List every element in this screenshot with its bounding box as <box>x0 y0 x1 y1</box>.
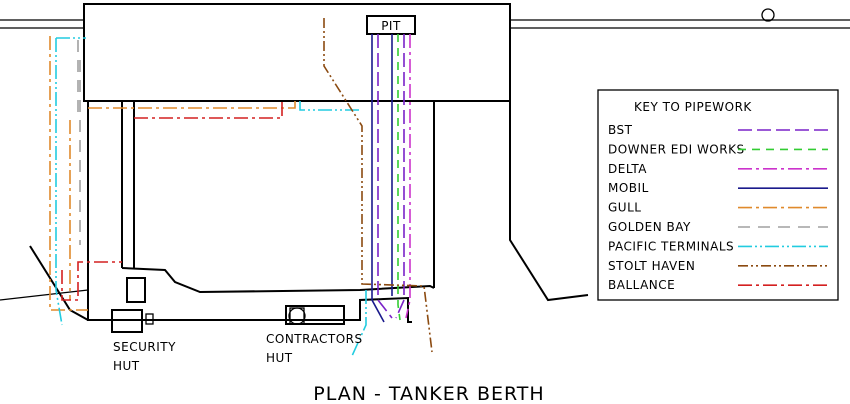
contractors-hut-label-line1: CONTRACTORS <box>266 332 363 346</box>
key-item-label: STOLT HAVEN <box>608 259 695 273</box>
contractors-hut-body <box>285 305 345 325</box>
key-item-label: DELTA <box>608 162 647 176</box>
key-title: KEY TO PIPEWORK <box>634 100 752 114</box>
wharf-deck <box>83 3 511 102</box>
pit-label: PIT <box>381 19 401 33</box>
key-item-label: PACIFIC TERMINALS <box>608 239 734 253</box>
security-hut-body <box>111 309 143 333</box>
key-item-label: GOLDEN BAY <box>608 220 691 234</box>
pipe-pacific <box>55 37 367 357</box>
pipework <box>49 18 433 357</box>
contractors-hut-frame <box>289 307 305 325</box>
security-hut-label-line2: HUT <box>113 359 140 373</box>
key-frame <box>597 89 839 301</box>
pipe-gull <box>49 36 296 311</box>
plan-title: PLAN - TANKER BERTH <box>313 383 544 404</box>
key-item-label: BALLANCE <box>608 278 675 292</box>
wharf-right-edge <box>509 101 589 302</box>
pit-box <box>366 15 416 35</box>
berth-lower-wall <box>121 267 435 294</box>
wharf-structure <box>0 3 850 333</box>
key-item-label: DOWNER EDI WORKS <box>608 142 745 156</box>
bollard <box>761 8 775 22</box>
contractors-hut-label-line2: HUT <box>266 351 293 365</box>
pipe-ballance <box>61 101 283 301</box>
security-hut-label-line1: SECURITY <box>113 340 176 354</box>
key-item-label: BST <box>608 123 633 137</box>
pipe-mobil <box>371 34 393 323</box>
pipe-golden-bay <box>77 40 81 245</box>
pipe-stolt <box>323 18 433 353</box>
key-item-label: GULL <box>608 201 641 215</box>
pipe-downer <box>397 34 401 321</box>
key-item-label: MOBIL <box>608 181 649 195</box>
contractors-hut-tank <box>288 307 306 325</box>
security-hut-box <box>126 277 146 303</box>
pipe-bst <box>377 34 405 319</box>
pipework-key: KEY TO PIPEWORK BST DOWNER EDI WORKS DELTA… <box>597 89 839 301</box>
approach-road-line <box>0 289 89 301</box>
pipe-delta <box>405 34 411 319</box>
security-hut-door <box>145 313 154 325</box>
